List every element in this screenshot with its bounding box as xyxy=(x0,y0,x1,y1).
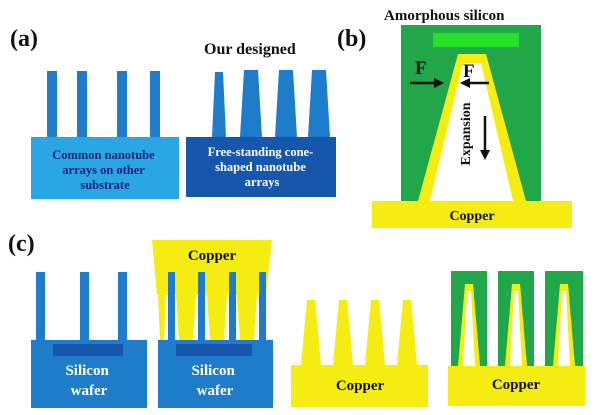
cone-nanotube xyxy=(308,70,330,137)
silicon-wafer-label: Silicon wafer xyxy=(65,363,112,399)
silicon-top-layer xyxy=(433,33,519,47)
cone-nanotube xyxy=(240,70,262,137)
cone-hollow xyxy=(463,291,475,366)
expansion-arrow-icon xyxy=(480,116,490,160)
copper-cap-label: Copper xyxy=(188,248,237,264)
nanotube-pillar xyxy=(77,71,87,137)
cone-nanotube-arrays: Free-standing cone- shaped nanotube arra… xyxy=(186,70,336,197)
silicon-wafer-label: Silicon wafer xyxy=(191,363,238,399)
step4-silicon-coated-cones: Copper xyxy=(448,271,585,406)
template-pillar xyxy=(198,272,205,340)
cone-hollow xyxy=(510,291,522,366)
nanotube-pillar xyxy=(150,71,160,137)
nanotube-pillar xyxy=(47,71,57,137)
amorphous-silicon-title: Amorphous silicon xyxy=(384,8,505,24)
expansion-diagram: Copper F F Expansion xyxy=(372,25,572,228)
common-nanotube-caption: Common nanotube arrays on other substrat… xyxy=(52,148,158,192)
panel-a-heading: Our designed xyxy=(204,41,296,58)
panel-c-letter: (c) xyxy=(8,231,35,257)
step2-copper-deposition: Copper Silicon wafer xyxy=(152,240,273,408)
copper-finger xyxy=(237,295,257,340)
copper-finger xyxy=(158,295,166,340)
copper-cone xyxy=(397,300,417,365)
common-nanotube-arrays: Common nanotube arrays on other substrat… xyxy=(31,71,179,199)
copper-base xyxy=(291,365,428,407)
copper-base-label: Copper xyxy=(449,209,494,224)
cone-nanotube-caption: Free-standing cone- shaped nanotube arra… xyxy=(208,145,317,189)
copper-finger xyxy=(176,295,196,340)
step1-silicon-template: Silicon wafer xyxy=(31,272,147,408)
step3-copper-cones: Copper xyxy=(291,300,428,407)
force-arrow-right-icon xyxy=(460,78,489,88)
copper-cap xyxy=(152,240,272,295)
copper-cone xyxy=(365,300,385,365)
copper-cone xyxy=(301,300,321,365)
cone-array-base xyxy=(186,137,336,197)
cone-hollow xyxy=(558,291,570,366)
copper-finger xyxy=(207,295,227,340)
copper-base xyxy=(448,366,585,406)
force-label-left: F xyxy=(415,58,427,79)
template-pillar xyxy=(259,272,266,340)
nanotube-pillar xyxy=(117,71,127,137)
copper-cone xyxy=(333,300,353,365)
copper-base xyxy=(372,201,572,228)
cone-nanotube xyxy=(275,70,297,137)
other-substrate xyxy=(31,137,179,199)
copper-base-label: Copper xyxy=(492,377,541,393)
template-pillar xyxy=(118,272,127,340)
force-label-right: F xyxy=(463,61,475,82)
panel-b-letter: (b) xyxy=(337,26,366,52)
force-arrow-left-icon xyxy=(410,78,444,88)
template-pillar xyxy=(168,272,175,340)
template-pillar xyxy=(36,272,45,340)
template-pillar xyxy=(80,272,89,340)
panel-a-letter: (a) xyxy=(10,26,38,52)
wafer-inner-band xyxy=(176,344,252,356)
expansion-label: Expansion xyxy=(459,102,474,165)
wafer-inner-band xyxy=(53,344,123,356)
template-pillar xyxy=(229,272,236,340)
hollow-interior xyxy=(430,63,513,201)
copper-base-label: Copper xyxy=(336,378,385,394)
cone-nanotube xyxy=(212,72,226,137)
